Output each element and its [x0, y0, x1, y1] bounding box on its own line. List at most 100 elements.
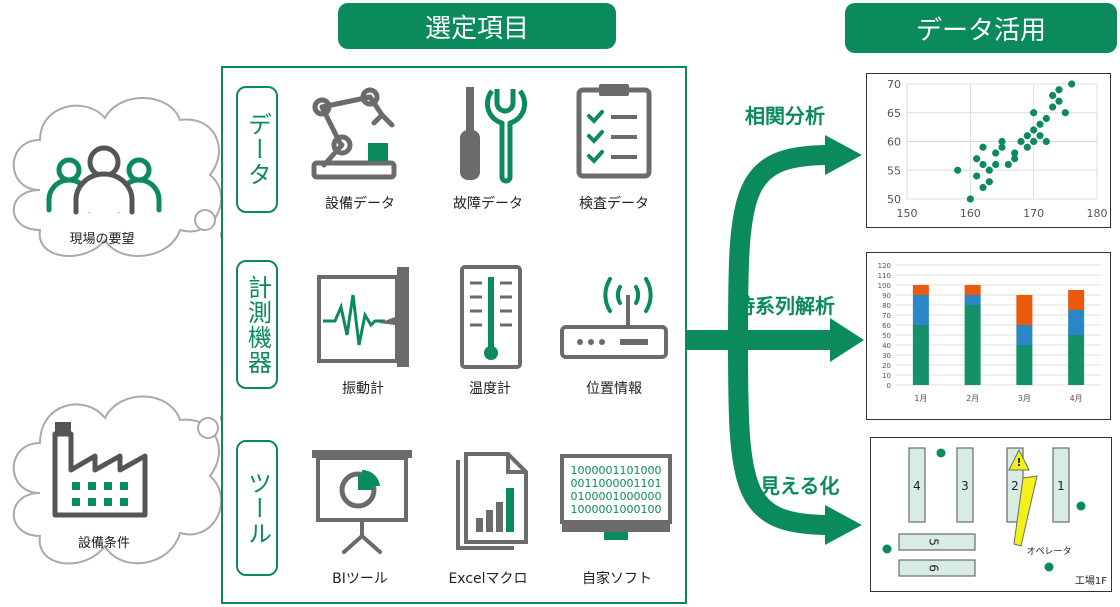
presentation-icon: [312, 450, 412, 554]
machine-6: [898, 559, 976, 577]
utilization-header: データ活用: [845, 3, 1117, 53]
y-tick-label: 120: [878, 262, 891, 270]
people-icon: [46, 145, 162, 215]
y-tick-label: 40: [882, 342, 891, 350]
scatter-point: [1036, 120, 1044, 128]
factory-icon: [52, 422, 148, 518]
excel-document-icon: [456, 452, 528, 550]
field-needs-label: 現場の要望: [69, 232, 135, 247]
scatter-point: [973, 172, 981, 180]
bar-segment: [1016, 345, 1033, 385]
machine-5-label: 5: [927, 538, 941, 546]
screwdriver-wrench-icon: [460, 87, 528, 184]
y-tick-label: 55: [887, 164, 901, 177]
scatter-point: [1030, 137, 1038, 146]
selection-header: 選定項目: [338, 3, 616, 49]
bi-tool-label: BIツール: [332, 571, 388, 587]
y-tick-label: 60: [882, 322, 891, 330]
category-tools: ツール: [236, 440, 278, 576]
custom-software-label: 自家ソフト: [582, 571, 652, 587]
y-tick-label: 90: [882, 292, 891, 300]
bar-segment: [964, 295, 981, 305]
scatter-point: [966, 195, 974, 203]
thermometer-label: 温度計: [469, 381, 511, 397]
flow-arrows: [686, 135, 864, 545]
checklist-icon: [576, 84, 652, 179]
category-data: データ: [236, 86, 278, 213]
failure-data-label: 故障データ: [453, 196, 523, 212]
y-tick-label: 30: [882, 352, 891, 360]
scatter-point: [1017, 137, 1025, 146]
y-tick-label: 65: [887, 107, 901, 120]
machine-3: [956, 447, 974, 523]
bar-segment: [1068, 335, 1085, 385]
scatter-point: [979, 183, 987, 192]
scatter-point: [1023, 143, 1031, 151]
equipment-conditions-label: 設備条件: [77, 536, 130, 551]
category-instruments: 計測機器: [236, 260, 278, 389]
machine-4: [908, 447, 926, 523]
scatter-point: [1055, 97, 1063, 105]
scatter-point: [998, 143, 1006, 151]
machine-2-label: 2: [1011, 479, 1019, 493]
binary-line-2: 0011000001101: [571, 477, 662, 490]
binary-line-1: 1000001101000: [571, 464, 662, 477]
scatter-point: [979, 143, 987, 151]
x-tick-label: 1月: [914, 394, 927, 403]
bar-segment: [912, 325, 929, 385]
x-tick-label: 2月: [966, 394, 979, 403]
binary-line-4: 1000001000100: [571, 503, 662, 516]
factory-floor-label: 工場1F: [1075, 574, 1107, 587]
vibration-meter-icon: [317, 267, 409, 367]
scatter-point: [1049, 103, 1057, 111]
x-tick-label: 150: [897, 207, 918, 220]
bar-segment: [964, 305, 981, 385]
scatter-point: [1030, 126, 1038, 134]
bar-segment: [964, 285, 981, 295]
bar-segment: [912, 285, 929, 295]
equipment-data-label: 設備データ: [325, 196, 395, 212]
scatter-point: [985, 166, 993, 174]
robot-arm-icon: [311, 87, 397, 180]
x-tick-label: 3月: [1018, 394, 1031, 403]
scatter-point: [973, 155, 981, 163]
scatter-point: [998, 137, 1006, 146]
router-icon: [560, 277, 668, 359]
scatter-point: [1036, 132, 1044, 140]
y-tick-label: 50: [882, 332, 891, 340]
time-series-label: 時系列解析: [735, 294, 835, 318]
scatter-point: [1042, 137, 1050, 146]
y-tick-label: 110: [878, 272, 891, 280]
scatter-point: [1011, 155, 1019, 163]
y-tick-label: 80: [882, 302, 891, 310]
scatter-point: [1049, 91, 1057, 100]
scatter-point: [1055, 86, 1063, 94]
excel-macro-label: Excelマクロ: [448, 571, 528, 587]
y-tick-label: 60: [887, 136, 901, 149]
vibration-meter-label: 振動計: [342, 381, 384, 397]
binary-line-3: 0100001000000: [571, 490, 662, 503]
x-tick-label: 180: [1087, 207, 1108, 220]
scatter-point: [979, 160, 987, 169]
scatter-point: [1042, 114, 1050, 123]
scatter-point: [1030, 109, 1038, 117]
scatter-point: [1061, 109, 1069, 117]
scatter-point: [985, 178, 993, 186]
scatter-point: [1004, 160, 1012, 169]
y-tick-label: 10: [882, 372, 891, 380]
y-tick-label: 0: [887, 382, 891, 390]
bar-segment: [1016, 295, 1033, 325]
x-tick-label: 4月: [1070, 394, 1083, 403]
inspection-data-label: 検査データ: [579, 196, 649, 212]
machine-3-label: 3: [961, 479, 969, 493]
bar-segment: [912, 295, 929, 325]
bar-segment: [1068, 310, 1085, 335]
scatter-point: [1023, 132, 1031, 140]
scatter-point: [992, 149, 1000, 157]
y-tick-label: 70: [887, 78, 901, 91]
visualization-label: 見える化: [760, 474, 840, 498]
scatter-point: [1011, 149, 1019, 157]
machine-4-label: 4: [913, 479, 921, 493]
